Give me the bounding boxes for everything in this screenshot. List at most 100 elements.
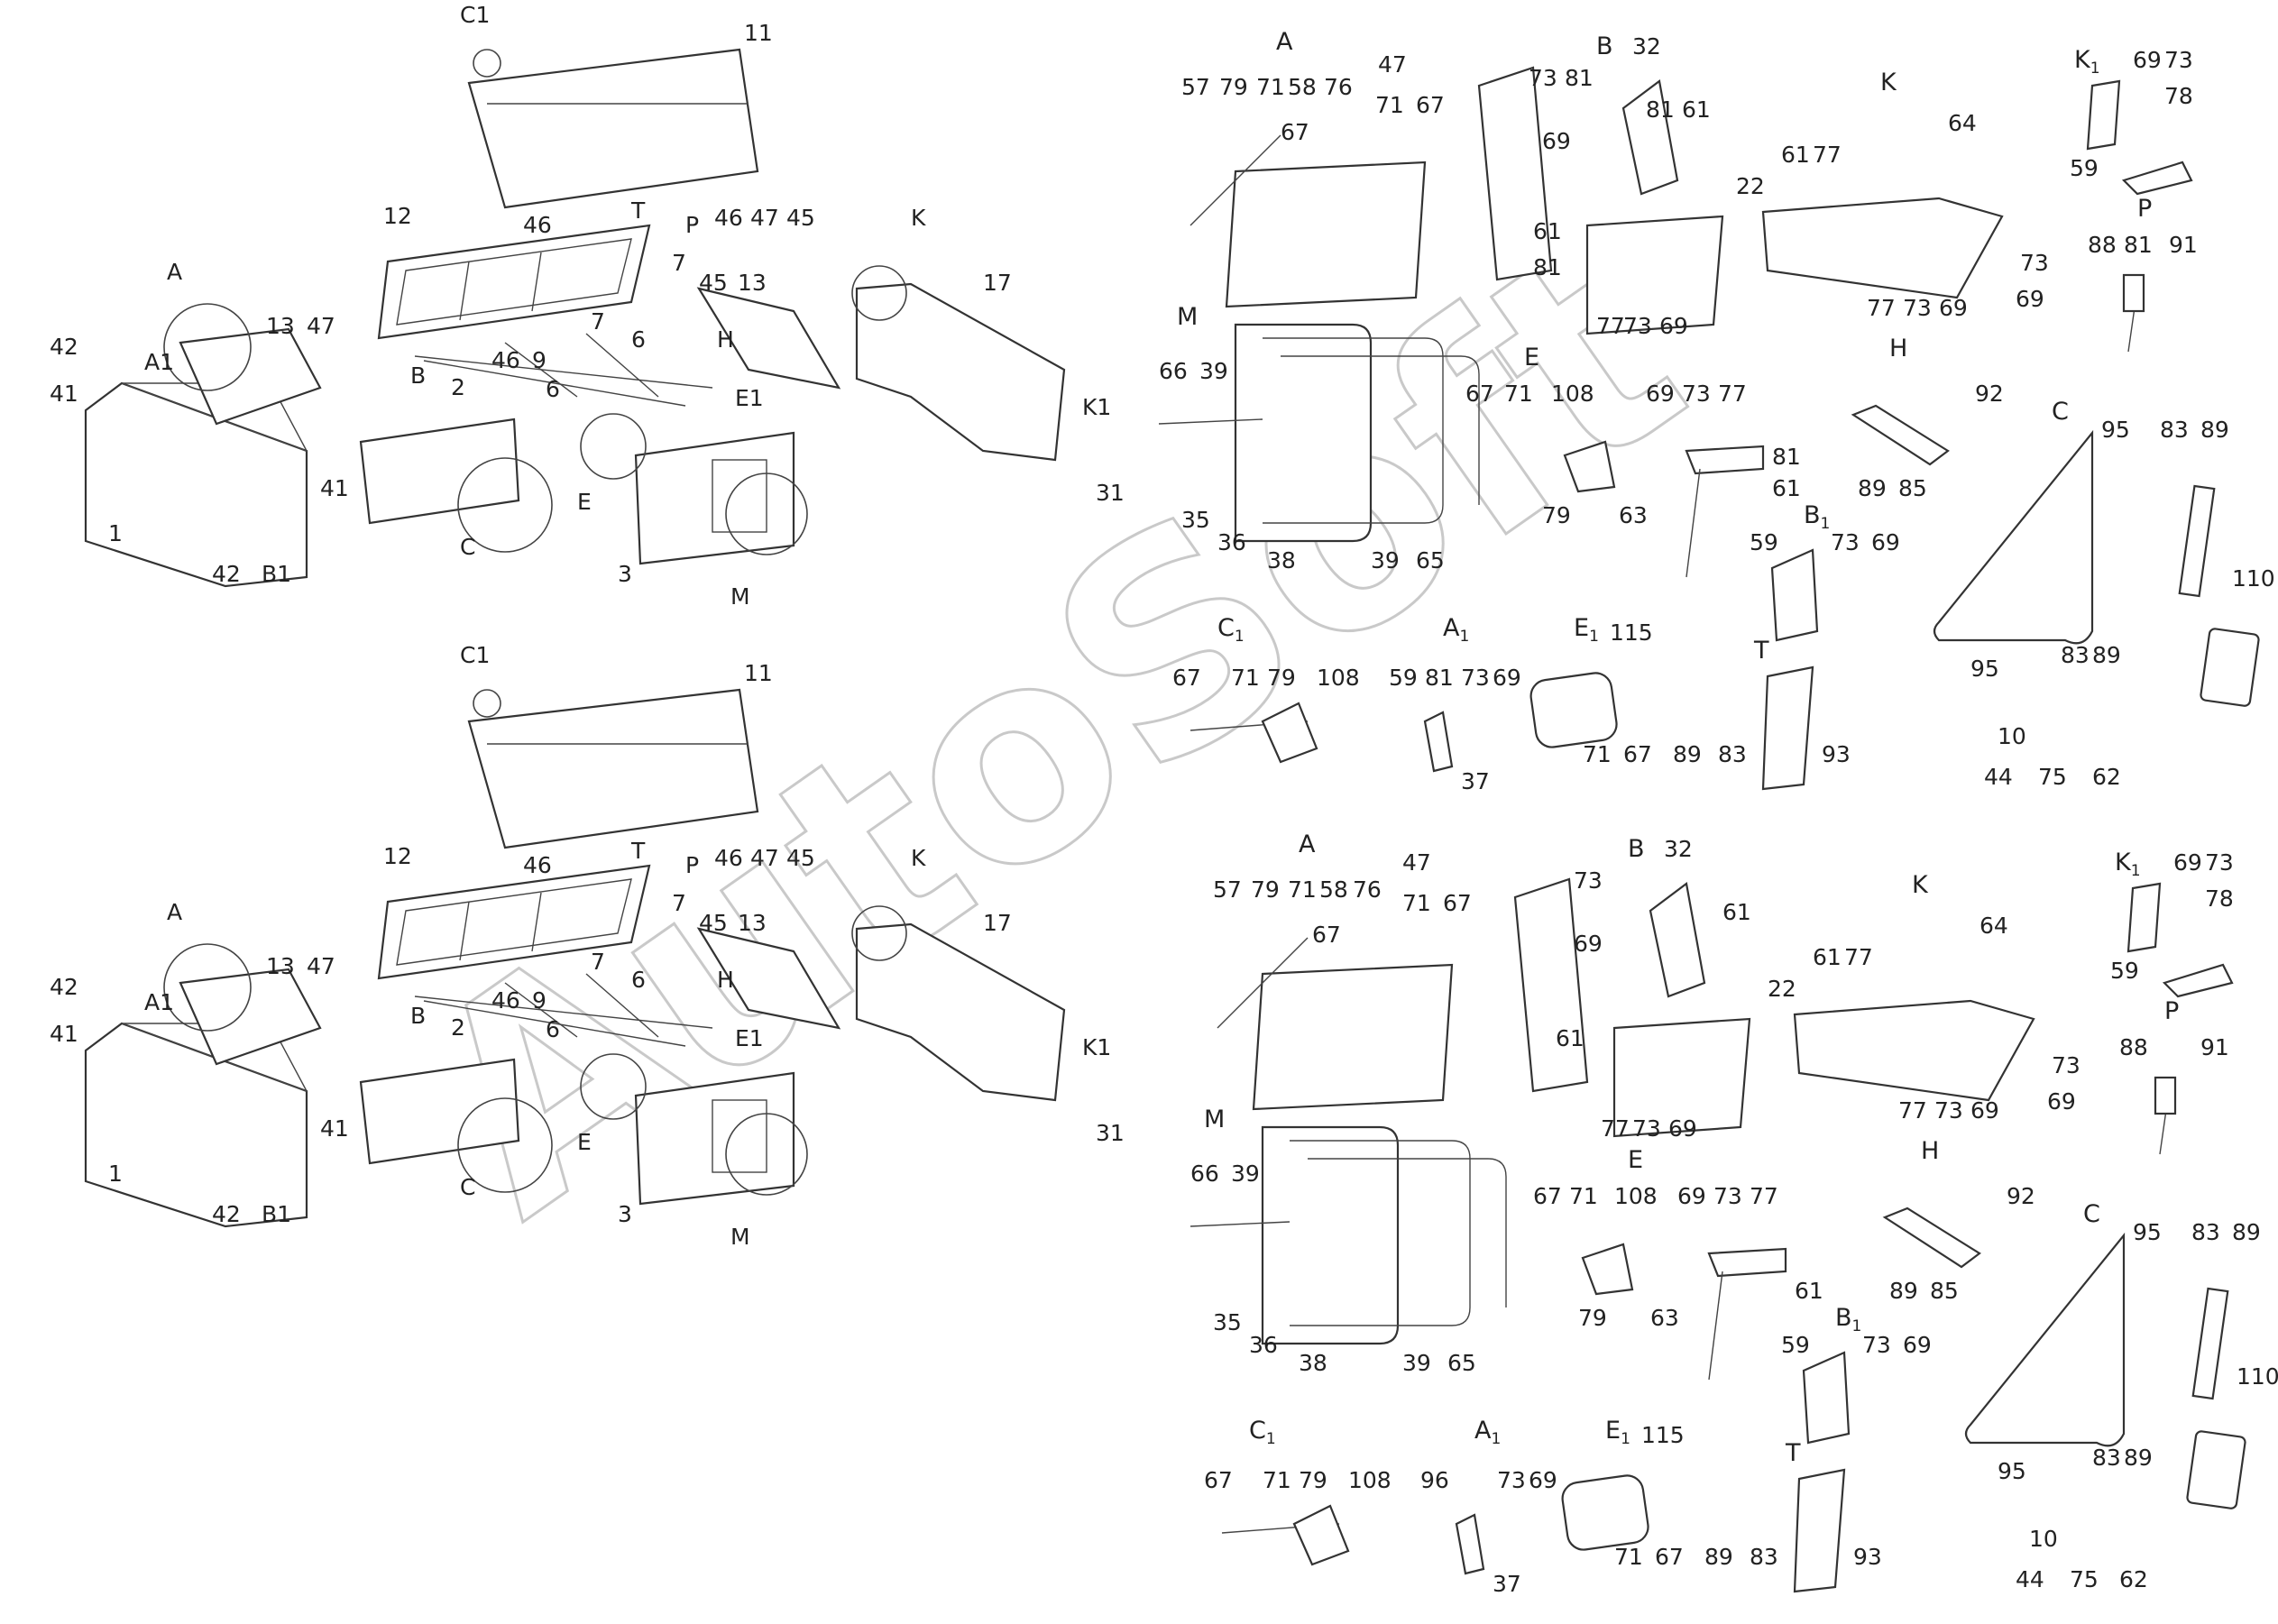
detail-marker-C (457, 457, 553, 553)
callout: 2 (451, 374, 465, 400)
callout: 42 (50, 334, 78, 360)
part-number: 71 (1263, 1467, 1291, 1493)
detail-caption: B1 (1835, 1304, 1861, 1335)
callout: E (577, 1129, 592, 1155)
part-number: 77 (1844, 944, 1873, 970)
part-2-panel (359, 417, 520, 525)
callout: B (410, 1003, 426, 1029)
part-number: 69 (1574, 931, 1603, 957)
detail-caption: E (1628, 1146, 1643, 1174)
part-number: 73 (1529, 65, 1557, 91)
callout: T (630, 838, 646, 864)
part-number: 95 (2101, 417, 2130, 443)
part-number: 69 (2173, 849, 2202, 876)
part-number: 69 (1871, 529, 1900, 555)
part-number: 73 (1497, 1467, 1526, 1493)
detail-marker-C1 (473, 49, 501, 78)
part-3-door (634, 1071, 795, 1206)
detail-C: C 95 83 89 110 95 83 89 10 44 75 62 (1964, 1200, 2278, 1592)
part-number: 73 (2052, 1052, 2081, 1078)
detail-T: T 89 83 93 (1704, 1439, 1882, 1593)
callout: 3 (618, 561, 632, 587)
callout: 45 (699, 910, 728, 936)
part-number: 67 (1204, 1467, 1233, 1493)
callout: 46 (523, 852, 552, 878)
part-number: 73 (1682, 381, 1711, 407)
detail-K: K 61 77 22 64 77 73 69 73 69 (1736, 69, 2049, 321)
callout: H (717, 326, 734, 353)
detail-H: H 92 89 85 (1851, 335, 2004, 501)
detail-marker-A (163, 303, 252, 391)
part-number: 36 (1217, 529, 1246, 555)
callout: 42 (50, 974, 78, 1000)
detail-caption: T (1753, 637, 1769, 665)
part-number: 69 (1677, 1183, 1706, 1209)
part-number: 58 (1288, 74, 1317, 100)
detail-caption: E1 (1574, 614, 1599, 646)
part-number: 57 (1213, 876, 1242, 903)
part-number: 39 (1402, 1350, 1431, 1376)
callout: B1 (262, 1201, 291, 1227)
part-number: 81 (1533, 254, 1562, 280)
part-number: 88 (2119, 1034, 2148, 1060)
detail-B1: B1 59 73 69 (1750, 501, 1900, 642)
part-number: 69 (1668, 1115, 1697, 1142)
part-number: 89 (1889, 1278, 1918, 1304)
detail-caption: P (2137, 195, 2152, 223)
part-45-panel (696, 287, 841, 390)
part-number: 39 (1199, 358, 1228, 384)
part-number: 83 (2191, 1219, 2220, 1245)
callout: 46 (523, 212, 552, 238)
part-number: 71 (1402, 890, 1431, 916)
callout: 45 (786, 205, 815, 231)
part-number: 73 (1903, 295, 1932, 321)
detail-E1: E1 115 71 67 (1561, 1417, 1685, 1570)
detail-caption: K1 (2074, 46, 2100, 78)
callout: 13 (266, 313, 295, 339)
callout: 6 (546, 1016, 560, 1042)
detail-caption: T (1785, 1439, 1801, 1467)
part-number: 61 (1813, 944, 1842, 970)
detail-C1: C1 67 71 79 108 (1204, 1417, 1392, 1566)
part-number: 71 (1504, 381, 1533, 407)
part-number: 81 (1565, 65, 1594, 91)
part-number: 61 (1772, 475, 1801, 501)
part-number: 81 (1425, 665, 1454, 691)
part-1-box (84, 381, 308, 588)
callout: E1 (735, 385, 764, 411)
callout: H (717, 967, 734, 993)
callout: 9 (532, 347, 547, 373)
upper-sheet: C1 11 46 12 T P 46 47 45 K A A1 13 47 B … (50, 2, 2275, 794)
detail-caption: H (1889, 335, 1907, 362)
part-number: 66 (1190, 1161, 1219, 1187)
part-number: 71 (1231, 665, 1260, 691)
part-number: 67 (1172, 665, 1201, 691)
part-number: 64 (1948, 110, 1977, 136)
detail-E1: E1 115 71 67 (1529, 614, 1653, 767)
part-number: 75 (2070, 1566, 2099, 1592)
part-number: 37 (1461, 768, 1490, 794)
detail-caption: B1 (1804, 501, 1830, 533)
detail-marker-K (851, 265, 907, 321)
part-number: 61 (1533, 218, 1562, 244)
part-number: 59 (2110, 958, 2139, 984)
part-number: 44 (1984, 764, 2013, 790)
callout: A1 (144, 349, 174, 375)
part-number: 47 (1378, 51, 1407, 78)
callout: 41 (320, 475, 349, 501)
part-number: 78 (2205, 885, 2234, 912)
callout: 46 (714, 845, 743, 871)
part-number: 88 (2088, 232, 2117, 258)
part-number: 73 (2164, 47, 2193, 73)
part-number: 85 (1930, 1278, 1959, 1304)
callout: 42 (212, 1201, 241, 1227)
detail-caption: H (1921, 1137, 1939, 1165)
part-number: 73 (1632, 1115, 1661, 1142)
part-number: 67 (1655, 1544, 1684, 1570)
part-number: 63 (1619, 502, 1648, 528)
assembly-callouts: C1 11 46 12 T P 46 47 45 K A A1 13 47 B … (50, 642, 1125, 1250)
callout: 41 (50, 1021, 78, 1047)
part-number: 77 (1596, 313, 1625, 339)
part-number: 89 (2092, 642, 2121, 668)
part-number: 47 (1402, 849, 1431, 876)
